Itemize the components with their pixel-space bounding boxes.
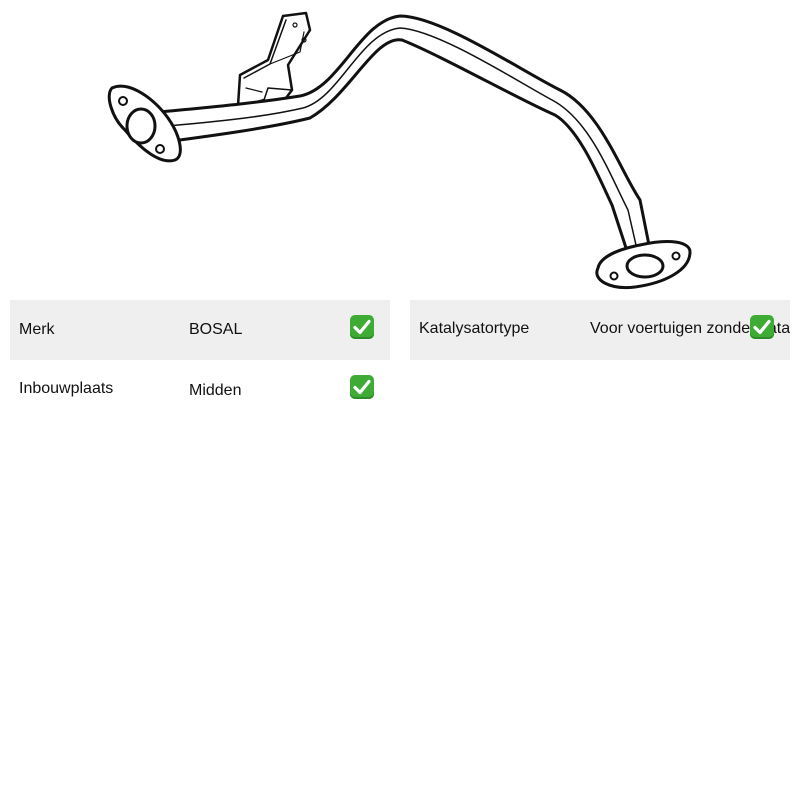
check-mark-icon bbox=[350, 375, 374, 399]
spec-row-katalysatortype: Katalysatortype Voor voertuigen zonder k… bbox=[410, 300, 790, 360]
spec-value: BOSAL bbox=[189, 321, 243, 338]
spec-value: Midden bbox=[189, 382, 242, 399]
product-image bbox=[100, 5, 700, 295]
check-mark-icon bbox=[750, 315, 774, 339]
spec-label: Merk bbox=[19, 321, 55, 338]
exhaust-pipe-illustration bbox=[107, 11, 692, 290]
spec-row-inbouwplaats: Inbouwplaats Midden bbox=[10, 360, 390, 420]
spec-label: Katalysatortype bbox=[419, 320, 530, 337]
spec-table-left: Merk BOSAL Inbouwplaats Midden bbox=[10, 300, 390, 420]
check-mark-icon bbox=[350, 315, 374, 339]
spec-row-merk: Merk BOSAL bbox=[10, 300, 390, 360]
spec-table-right: Katalysatortype Voor voertuigen zonder k… bbox=[410, 300, 790, 360]
spec-value: Voor voertuigen zonder katalysator bbox=[590, 320, 790, 337]
spec-label: Inbouwplaats bbox=[19, 380, 114, 397]
